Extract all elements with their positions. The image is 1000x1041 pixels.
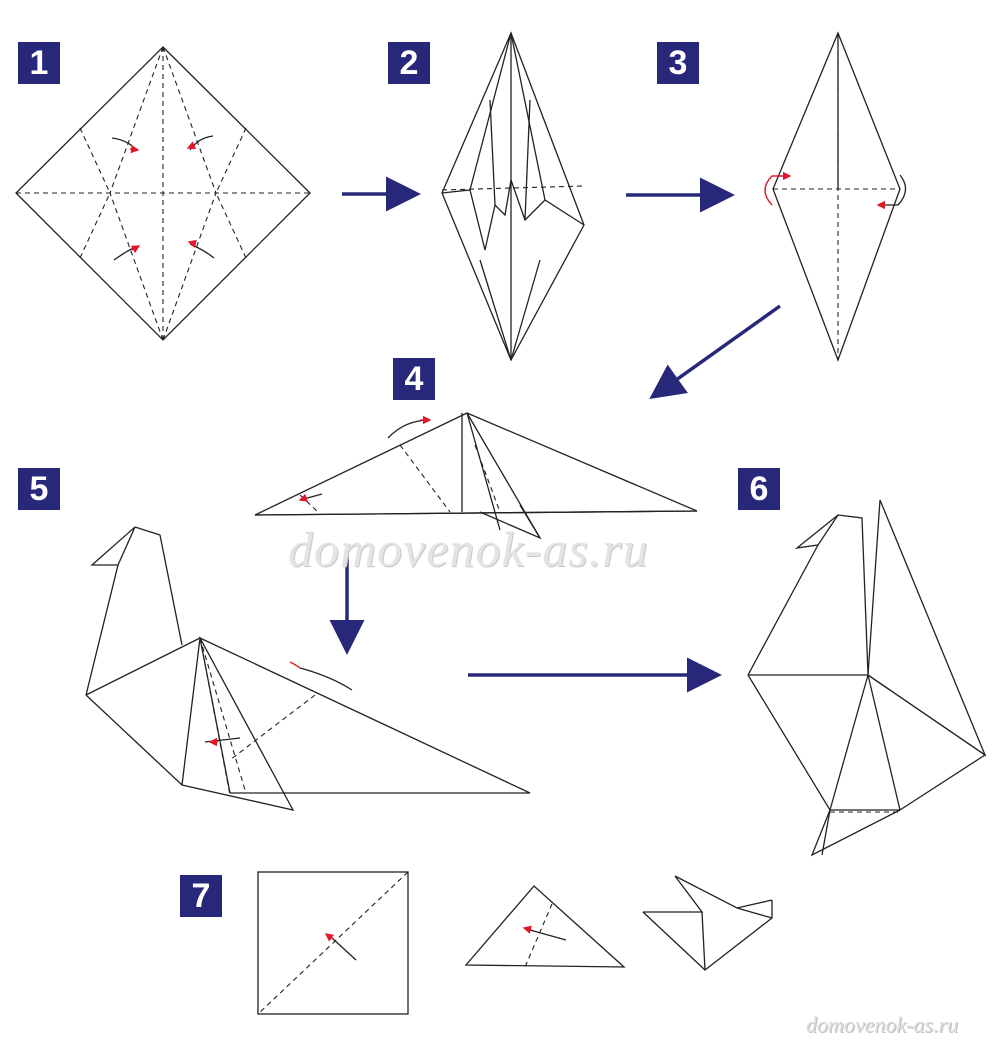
step-2-shape (441, 31, 585, 362)
step-5-bird (85, 526, 531, 811)
watermark-center: domovenok-as.ru (288, 521, 649, 577)
step-6-bird (747, 499, 987, 857)
step-badge-6: 6 (738, 468, 780, 510)
step-badge-5: 5 (18, 468, 60, 510)
step-3-shape (764, 31, 907, 362)
step-badge-7: 7 (180, 875, 222, 917)
step-badge-1: 1 (18, 42, 60, 84)
step-7-head-folds (257, 871, 773, 1015)
step-badge-2: 2 (388, 42, 430, 84)
step-4-shape (254, 412, 698, 540)
step-1-square (15, 46, 311, 341)
step-badge-3: 3 (657, 42, 699, 84)
step-badge-4: 4 (393, 358, 435, 400)
flow-arrow-3-4 (649, 304, 782, 400)
watermark-corner: domovenok-as.ru (806, 1012, 959, 1037)
